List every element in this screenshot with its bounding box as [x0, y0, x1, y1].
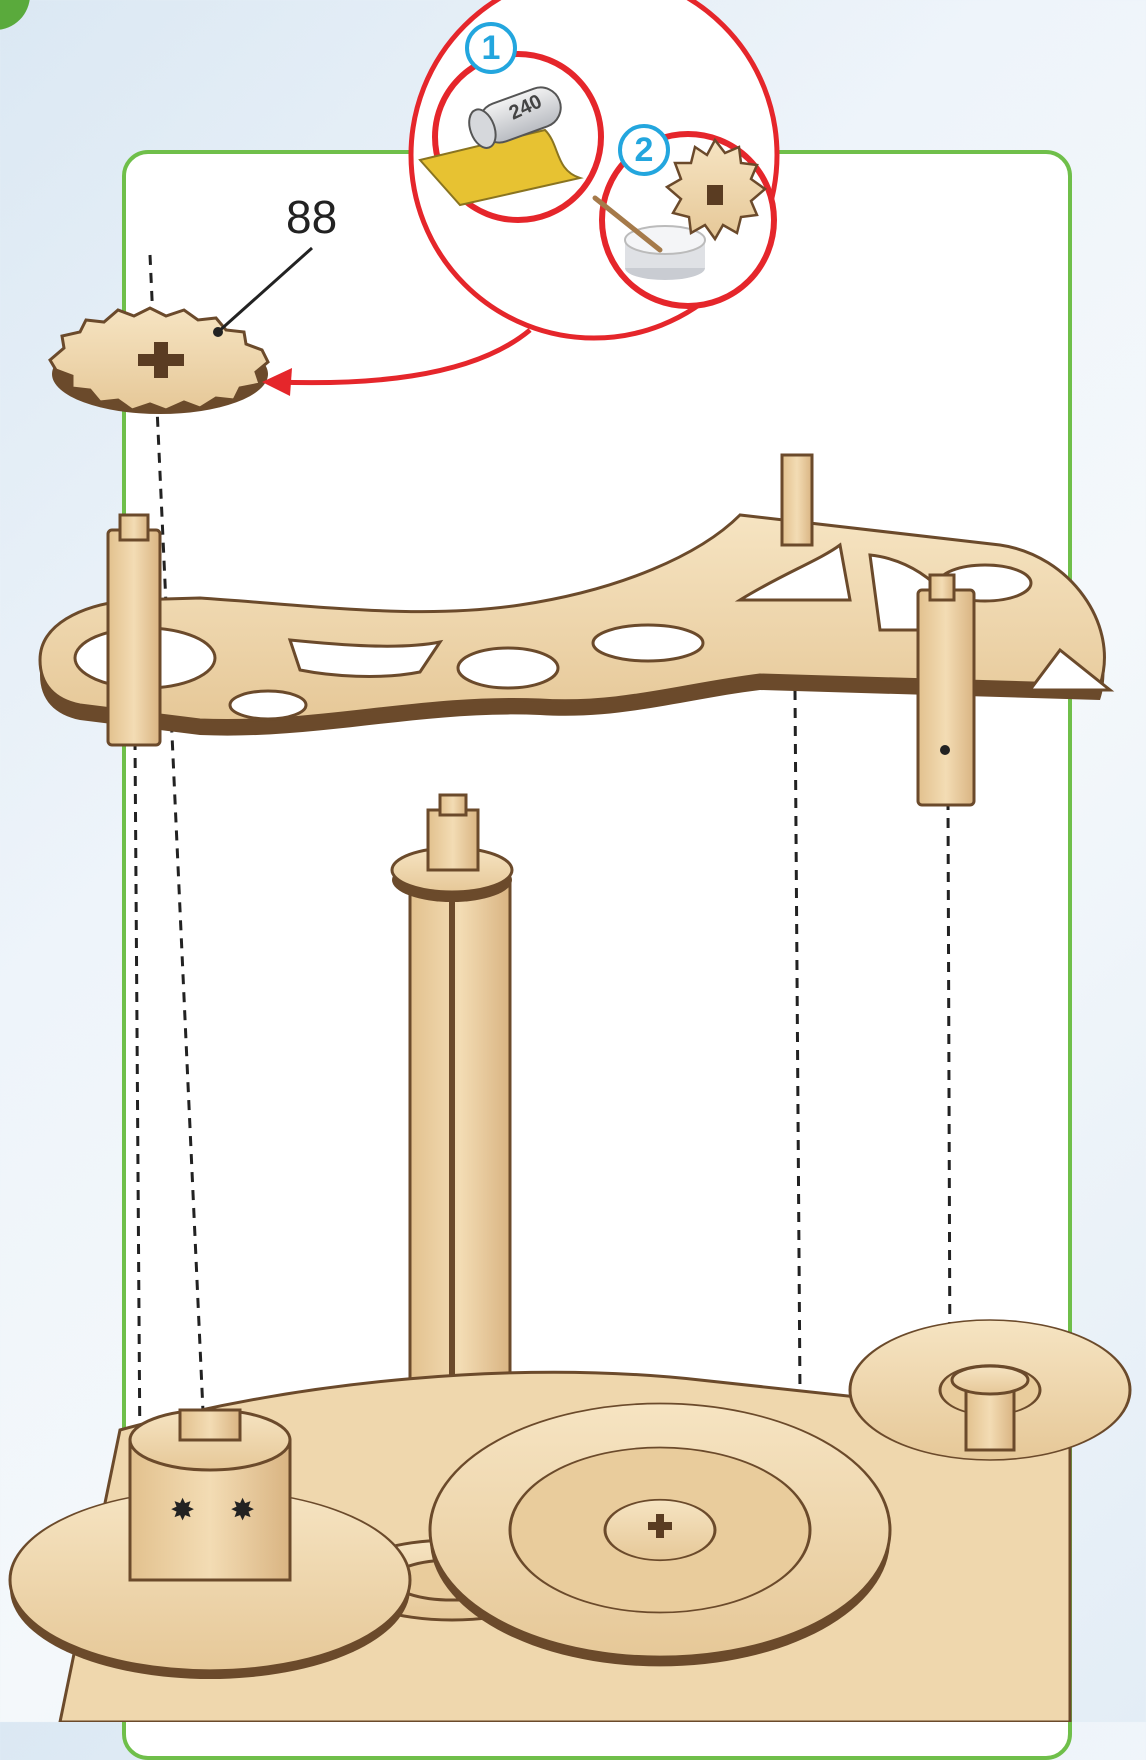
svg-text:✸: ✸ [170, 1493, 195, 1528]
leader-dot-88 [213, 327, 223, 337]
step-badge-2: 2 [618, 124, 670, 176]
gear-part-88 [50, 308, 268, 414]
alignment-guides [135, 255, 950, 1460]
leader-line-88 [218, 248, 312, 332]
part-number-label: 88 [286, 190, 337, 244]
middle-frame [40, 455, 1110, 805]
base-assembly: ✸ ✸ [10, 1320, 1130, 1722]
step-badge-1: 1 [465, 22, 517, 74]
assembly-illustration: 240 [0, 0, 1146, 1722]
svg-text:✸: ✸ [230, 1493, 255, 1528]
